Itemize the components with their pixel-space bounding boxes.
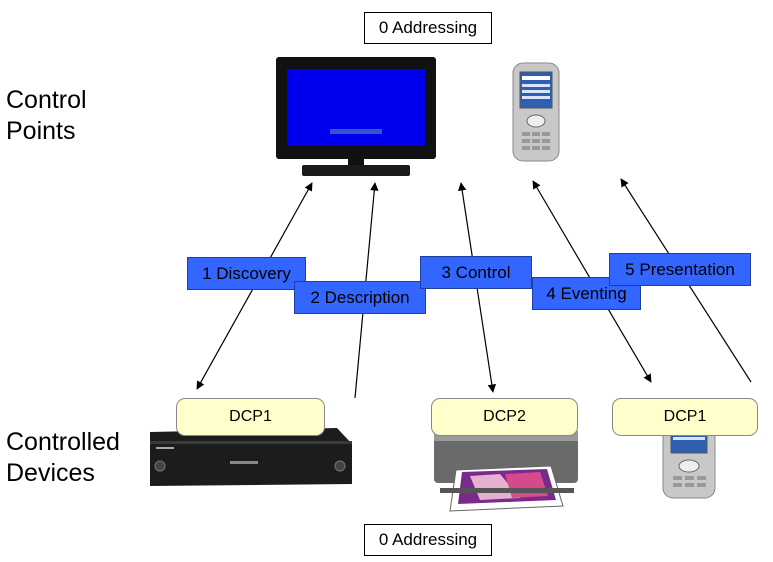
addressing-bottom-box: 0 Addressing <box>364 524 492 556</box>
control-points-label: Control Points <box>6 86 87 145</box>
step-presentation-box: 5 Presentation <box>609 253 751 286</box>
step-control-box: 3 Control <box>420 256 532 289</box>
tv-icon <box>276 57 436 176</box>
mobile-phone-icon <box>512 62 560 162</box>
dcp-box-printer: DCP2 <box>431 398 578 436</box>
photo-printer-icon <box>434 431 578 512</box>
controlled-devices-label: Controlled Devices <box>6 428 120 487</box>
blu-ray-player-icon <box>150 428 352 486</box>
step-eventing-box: 4 Eventing <box>532 277 641 310</box>
step-description-box: 2 Description <box>294 281 426 314</box>
dcp-box-bluray: DCP1 <box>176 398 325 436</box>
step-discovery-box: 1 Discovery <box>187 257 306 290</box>
dcp-box-phone: DCP1 <box>612 398 758 436</box>
addressing-top-box: 0 Addressing <box>364 12 492 44</box>
